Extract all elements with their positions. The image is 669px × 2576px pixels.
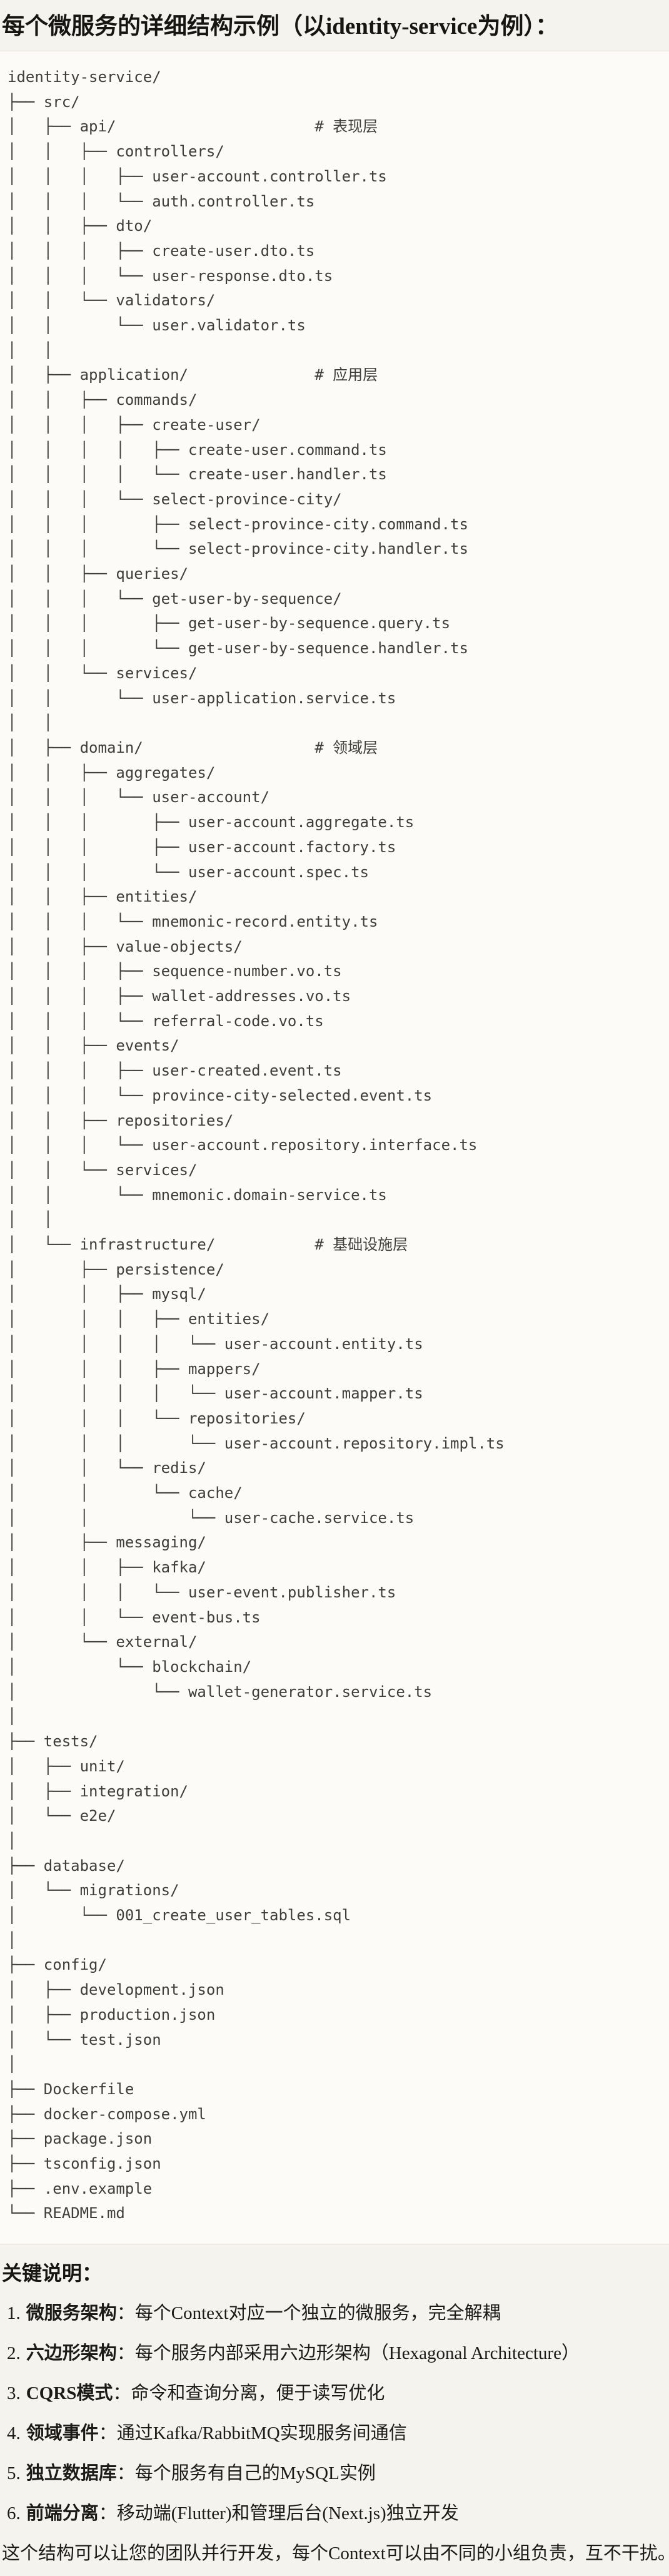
note-item-frontend-split: 6.前端分离：移动端(Flutter)和管理后台(Next.js)独立开发: [2, 2501, 664, 2526]
note-text: ：通过Kafka/RabbitMQ实现服务间通信: [98, 2423, 407, 2444]
note-text: ：命令和查询分离，便于读写优化: [113, 2383, 385, 2404]
note-number: 5.: [7, 2463, 21, 2484]
note-number: 3.: [7, 2383, 21, 2404]
note-label: 独立数据库: [26, 2463, 117, 2484]
note-item-domain-events: 4.领域事件：通过Kafka/RabbitMQ实现服务间通信: [2, 2421, 664, 2446]
note-number: 6.: [7, 2503, 21, 2524]
note-item-hexagonal: 2.六边形架构：每个服务内部采用六边形架构（Hexagonal Architec…: [2, 2341, 664, 2366]
closing-paragraph: 这个结构可以让您的团队并行开发，每个Context可以由不同的小组负责，互不干扰…: [2, 2543, 669, 2564]
note-item-microservice: 1.微服务架构：每个Context对应一个独立的微服务，完全解耦: [2, 2301, 664, 2326]
note-number: 4.: [7, 2423, 21, 2444]
note-label: CQRS模式: [26, 2383, 113, 2404]
code-block: identity-service/ ├── src/ │ ├── api/ # …: [0, 51, 669, 2245]
note-text: ：每个Context对应一个独立的微服务，完全解耦: [116, 2303, 501, 2324]
note-number: 2.: [7, 2343, 21, 2364]
notes-heading: 关键说明：: [2, 2262, 103, 2285]
note-number: 1.: [7, 2303, 21, 2324]
note-label: 领域事件: [26, 2423, 99, 2444]
note-item-cqrs: 3.CQRS模式：命令和查询分离，便于读写优化: [2, 2381, 664, 2406]
note-label: 前端分离: [26, 2503, 99, 2524]
note-text: ：每个服务有自己的MySQL实例: [116, 2463, 376, 2484]
note-label: 微服务架构: [26, 2303, 117, 2324]
note-text: ：移动端(Flutter)和管理后台(Next.js)独立开发: [98, 2503, 459, 2524]
note-item-independent-db: 5.独立数据库：每个服务有自己的MySQL实例: [2, 2461, 664, 2486]
note-text: ：每个服务内部采用六边形架构（Hexagonal Architecture）: [116, 2343, 580, 2364]
file-tree: identity-service/ ├── src/ │ ├── api/ # …: [8, 68, 505, 2222]
note-label: 六边形架构: [26, 2343, 117, 2364]
page-title: 每个微服务的详细结构示例（以identity-service为例）：: [2, 14, 558, 39]
notes-section: 关键说明： 1.微服务架构：每个Context对应一个独立的微服务，完全解耦 2…: [0, 2244, 669, 2566]
